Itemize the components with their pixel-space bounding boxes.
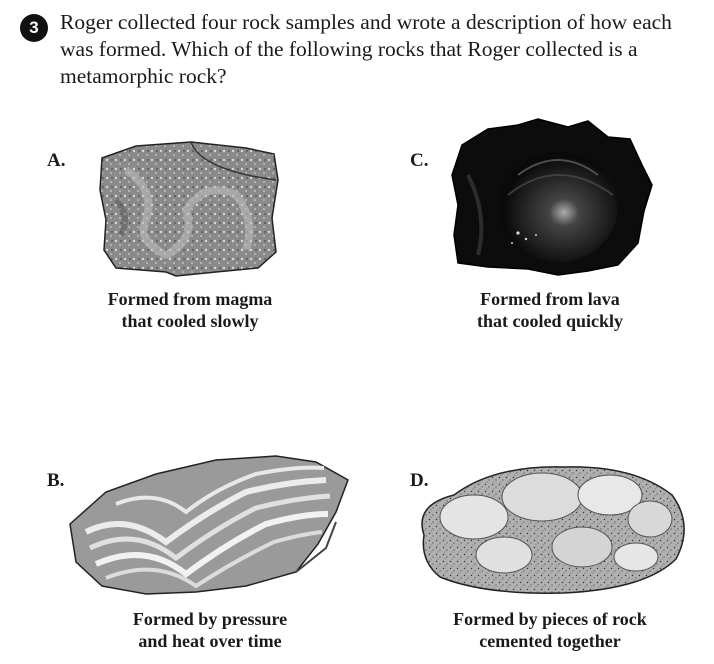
- option-b-caption-line2: and heat over time: [138, 631, 282, 651]
- option-a-caption-line1: Formed from magma: [107, 289, 273, 309]
- option-c-letter: C.: [410, 150, 429, 171]
- option-c-caption-line2: that cooled quickly: [476, 311, 623, 331]
- option-d-caption-line2: cemented together: [479, 631, 621, 651]
- option-c-caption-line1: Formed from lava: [480, 289, 620, 309]
- option-d-caption: Formed by pieces of rock cemented togeth…: [420, 608, 680, 652]
- option-a-caption-line2: that cooled slowly: [121, 311, 259, 331]
- option-a-caption: Formed from magma that cooled slowly: [60, 288, 320, 332]
- option-b-caption: Formed by pressure and heat over time: [80, 608, 340, 652]
- conglomerate-rock-image: [421, 466, 685, 594]
- option-a-letter: A.: [47, 150, 66, 171]
- obsidian-rock-image: [451, 118, 653, 276]
- granite-rock-image: [99, 141, 279, 277]
- option-b-caption-line1: Formed by pressure: [132, 609, 288, 629]
- option-d-letter: D.: [410, 470, 429, 491]
- question-number-badge: 3: [20, 14, 48, 42]
- question-text: Roger collected four rock samples and wr…: [60, 10, 672, 88]
- option-d-caption-line1: Formed by pieces of rock: [453, 609, 647, 629]
- option-c-caption: Formed from lava that cooled quickly: [420, 288, 680, 332]
- banded-gneiss-rock-image: [69, 455, 349, 595]
- option-b-letter: B.: [47, 470, 65, 491]
